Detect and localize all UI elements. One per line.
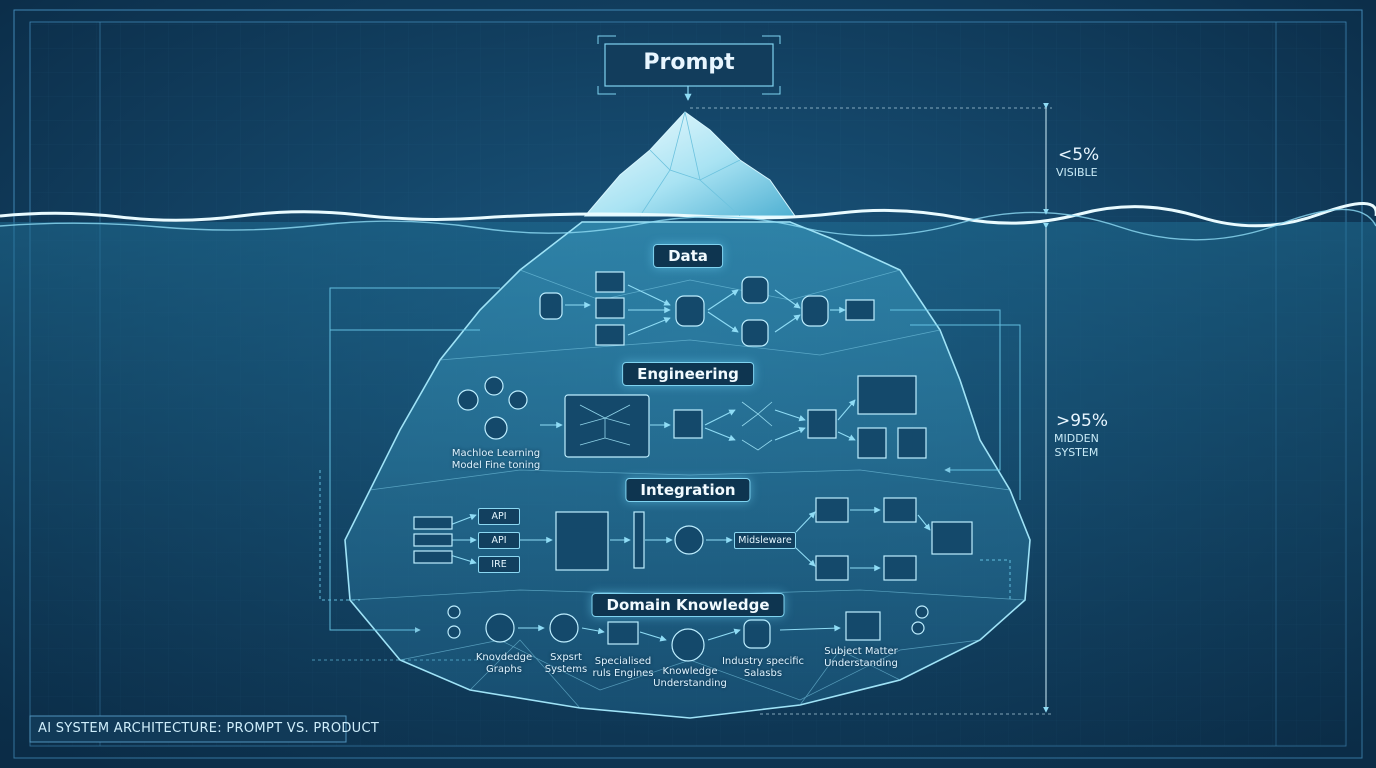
prompt-title: Prompt bbox=[643, 50, 735, 75]
footer-title-frame bbox=[29, 715, 347, 743]
engineering-layer-icons bbox=[457, 375, 927, 459]
integration-layer-icons bbox=[413, 497, 973, 581]
footer-title: AI SYSTEM ARCHITECTURE: PROMPT VS. PRODU… bbox=[38, 721, 380, 736]
ire-chip: IRE bbox=[478, 556, 520, 573]
hidden-label: MIDDEN SYSTEM bbox=[1054, 432, 1099, 459]
data-layer-flow bbox=[565, 284, 846, 336]
hidden-percent: >95% bbox=[1056, 411, 1109, 431]
api-chip-1: API bbox=[478, 508, 520, 525]
domain-node-rules-engines: Specialised ruls Engines bbox=[592, 656, 654, 679]
api-chip-2: API bbox=[478, 532, 520, 549]
domain-node-subject-matter: Subject Matter Understanding bbox=[824, 646, 898, 669]
layer-engineering-label: Engineering bbox=[622, 362, 754, 386]
domain-layer-flow bbox=[518, 624, 841, 642]
prompt-box bbox=[597, 35, 781, 101]
domain-node-knowledge-graphs: Knovdedge Graphs bbox=[475, 652, 533, 675]
domain-node-industry-specific: Industry specific Salasbs bbox=[721, 656, 805, 679]
layer-domain-knowledge-label: Domain Knowledge bbox=[591, 593, 785, 617]
layer-integration-label: Integration bbox=[625, 478, 751, 502]
domain-node-knowledge-understanding: Knowledge Understanding bbox=[653, 666, 727, 689]
layer-data-label: Data bbox=[653, 244, 723, 268]
integration-layer-flow bbox=[449, 506, 931, 572]
ml-fine-tuning-label: Machloe Learning Model Fine toning bbox=[451, 448, 541, 471]
dimension-lines bbox=[690, 102, 1052, 715]
domain-layer-icons bbox=[447, 605, 929, 662]
visible-percent: <5% bbox=[1058, 145, 1100, 165]
middleware-chip: Midsleware bbox=[734, 532, 796, 549]
engineering-layer-flow bbox=[540, 399, 856, 441]
iceberg-tip bbox=[583, 111, 796, 217]
data-layer-icons bbox=[539, 271, 875, 347]
domain-node-expert-systems: Sxpsrt Systems bbox=[544, 652, 588, 675]
visible-label: VISIBLE bbox=[1056, 166, 1098, 179]
